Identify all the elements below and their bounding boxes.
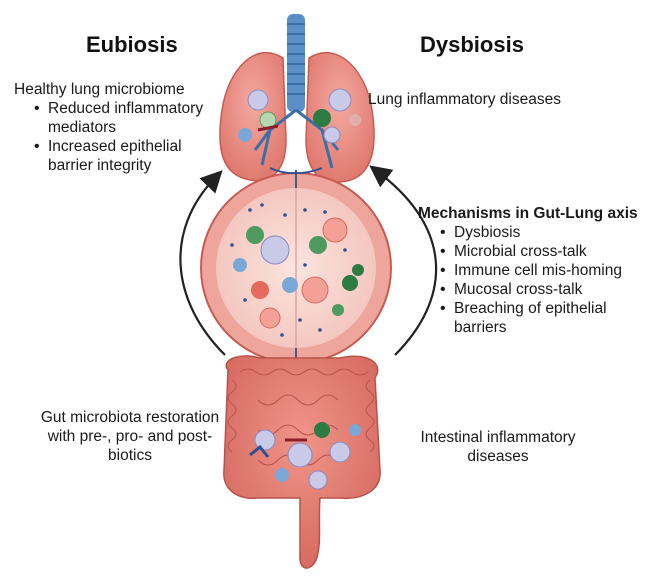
healthy-lung-bullet: Reduced inflammatory mediators — [34, 99, 224, 137]
intestinal-disease-label: Intestinal inflammatory diseases — [420, 429, 576, 465]
left-arrow — [179, 170, 226, 356]
heading-dysbiosis: Dysbiosis — [420, 32, 524, 57]
right-arrow — [369, 165, 438, 356]
gut-restoration-label: Gut microbiota restoration with pre-, pr… — [40, 409, 220, 464]
intestine-icon — [223, 355, 381, 569]
heading-eubiosis: Eubiosis — [86, 32, 178, 57]
mechanisms-title: Mechanisms in Gut-Lung axis — [418, 205, 638, 222]
mechanism-item: Breaching of epithelial barriers — [440, 299, 658, 337]
lung-disease-label: Lung inflammatory diseases — [368, 91, 561, 108]
healthy-lung-block: Healthy lung microbiome Reduced inflamma… — [14, 80, 224, 175]
healthy-lung-bullet: Increased epithelial barrier integrity — [34, 137, 224, 175]
mechanism-item: Microbial cross-talk — [440, 242, 658, 261]
mechanisms-block: Mechanisms in Gut-Lung axis Dysbiosis Mi… — [418, 204, 658, 337]
gut-lung-crosstalk-circle — [200, 172, 392, 364]
mechanism-item: Mucosal cross-talk — [440, 280, 658, 299]
mechanism-item: Dysbiosis — [440, 223, 658, 242]
lungs-icon — [219, 14, 375, 183]
mechanism-item: Immune cell mis-homing — [440, 261, 658, 280]
healthy-lung-title: Healthy lung microbiome — [14, 81, 185, 98]
